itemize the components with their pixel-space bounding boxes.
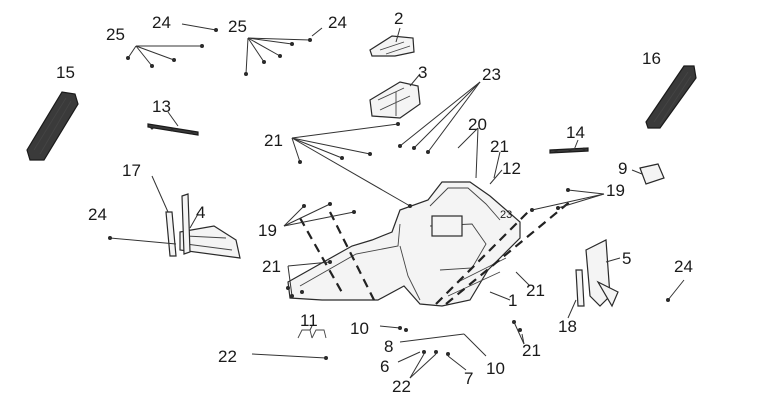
part-15-left-side-cover bbox=[26, 91, 79, 161]
callout-6: 6 bbox=[380, 357, 389, 376]
callout-7: 7 bbox=[464, 369, 473, 388]
callout-19-left: 19 bbox=[258, 221, 277, 240]
part-5-right-cover bbox=[585, 239, 619, 308]
callout-22-left: 22 bbox=[218, 347, 237, 366]
part-9-plate bbox=[639, 163, 665, 185]
callout-25-right: 25 bbox=[228, 17, 247, 36]
callout-19-right: 19 bbox=[606, 181, 625, 200]
callout-24-left: 24 bbox=[88, 205, 107, 224]
part-11-clip bbox=[297, 329, 327, 339]
callout-5: 5 bbox=[622, 249, 631, 268]
callout-23-small: 23 bbox=[500, 209, 512, 221]
callout-21-right: 21 bbox=[526, 281, 545, 300]
assembly-lines bbox=[299, 199, 573, 305]
callout-11: 11 bbox=[300, 311, 318, 330]
callout-25-left: 25 bbox=[106, 25, 125, 44]
part-16-right-side-cover bbox=[645, 65, 697, 129]
callout-labels: 24 25 25 24 2 3 23 15 16 13 21 20 21 12 … bbox=[56, 9, 693, 396]
callout-21-top-right: 21 bbox=[490, 137, 509, 156]
callout-17: 17 bbox=[122, 161, 141, 180]
callout-21-bottom-right: 21 bbox=[522, 341, 541, 360]
callout-12: 12 bbox=[502, 159, 521, 178]
callout-8: 8 bbox=[384, 337, 393, 356]
callout-1: 1 bbox=[508, 291, 517, 310]
callout-22-bottom: 22 bbox=[392, 377, 411, 396]
callout-21-top-left: 21 bbox=[264, 131, 283, 150]
callout-2: 2 bbox=[394, 9, 403, 28]
callout-13: 13 bbox=[152, 97, 171, 116]
callout-24-top-left: 24 bbox=[152, 13, 171, 32]
callout-18: 18 bbox=[558, 317, 577, 336]
callout-20: 20 bbox=[468, 115, 487, 134]
part-1-floor-frame bbox=[287, 181, 521, 307]
callout-10-left: 10 bbox=[350, 319, 369, 338]
part-2-bracket bbox=[369, 35, 415, 57]
part-3-housing bbox=[369, 81, 421, 119]
callout-24-right: 24 bbox=[674, 257, 693, 276]
callout-24-top: 24 bbox=[328, 13, 347, 32]
callout-15: 15 bbox=[56, 63, 75, 82]
callout-14: 14 bbox=[566, 123, 585, 142]
leader-lines bbox=[108, 23, 685, 379]
part-4-left-cover bbox=[179, 225, 241, 259]
callout-16: 16 bbox=[642, 49, 661, 68]
part-18-right-stay bbox=[575, 269, 585, 307]
callout-3: 3 bbox=[418, 63, 427, 82]
callout-23-top: 23 bbox=[482, 65, 501, 84]
callout-10-right: 10 bbox=[486, 359, 505, 378]
part-17-left-stay bbox=[165, 193, 191, 257]
callout-4: 4 bbox=[196, 203, 205, 222]
callout-21-left: 21 bbox=[262, 257, 281, 276]
part-13-rail bbox=[147, 123, 199, 136]
part-14-rail bbox=[549, 147, 589, 154]
callout-9: 9 bbox=[618, 159, 627, 178]
